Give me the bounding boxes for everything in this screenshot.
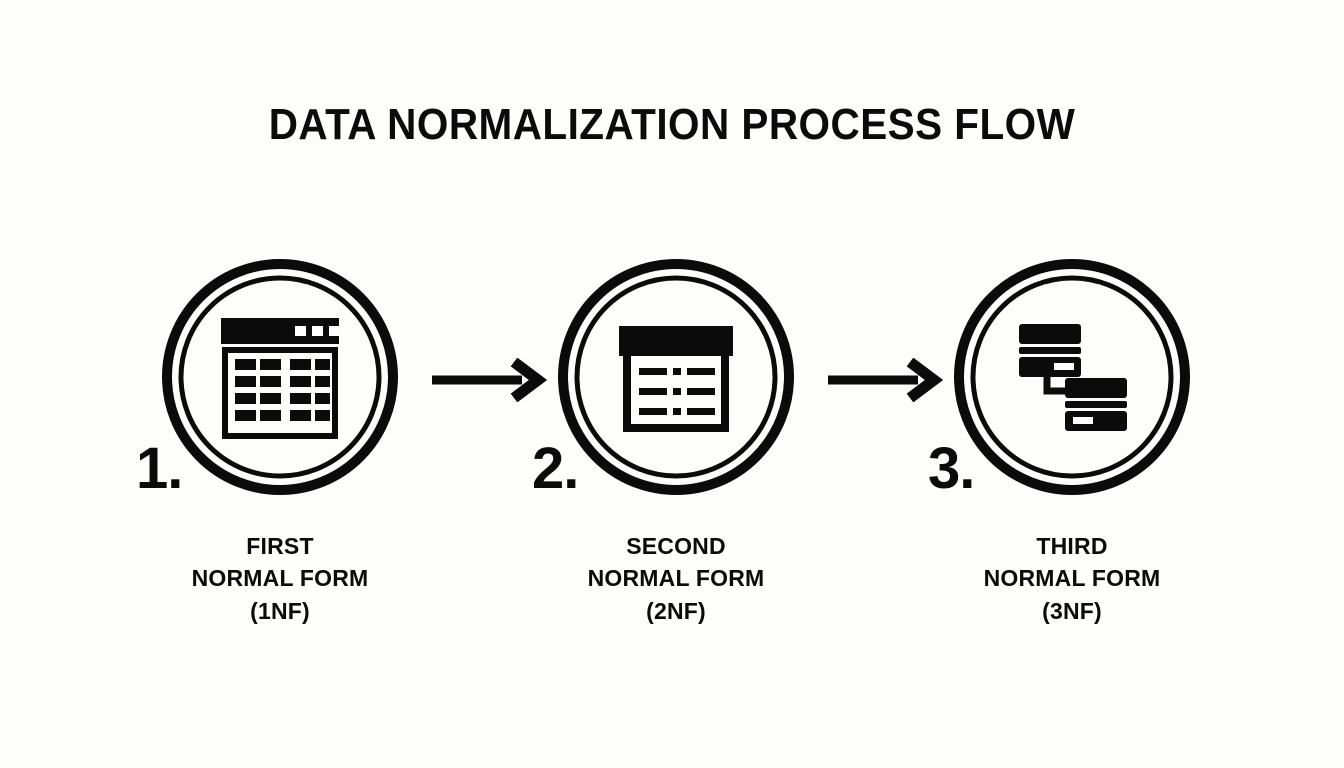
process-step-1: 1. FIRST NORMAL FORM (1NF)	[136, 257, 400, 624]
step-1-circle-ring	[160, 257, 400, 497]
process-step-2: 2. SECOND NORMAL FORM (2NF)	[532, 257, 796, 624]
step-1-label-line-3: (1NF)	[250, 597, 310, 624]
table-rows-icon	[611, 312, 741, 442]
step-3-label-line-1: THIRD	[1036, 533, 1108, 559]
step-3-label-line-2: NORMAL FORM	[983, 565, 1161, 592]
table-grid-icon	[215, 312, 345, 442]
step-2-label: SECOND NORMAL FORM (2NF)	[496, 530, 856, 627]
step-2-circle-ring	[556, 257, 796, 497]
step-1-label-line-1: FIRST	[246, 533, 314, 559]
step-3-label: THIRD NORMAL FORM (3NF)	[892, 530, 1252, 627]
step-2-number: 2.	[532, 436, 579, 501]
step-1-label-line-2: NORMAL FORM	[191, 565, 369, 592]
step-1-number: 1.	[136, 436, 183, 501]
step-2-label-line-1: SECOND	[626, 533, 726, 559]
process-step-3: 3. THIRD NORMAL FORM (3NF)	[928, 257, 1192, 624]
step-1-label: FIRST NORMAL FORM (1NF)	[100, 530, 460, 627]
step-3-number: 3.	[928, 436, 975, 501]
step-2-label-line-3: (2NF)	[646, 597, 706, 624]
arrow-right-icon	[428, 358, 548, 402]
step-3-label-line-3: (3NF)	[1042, 597, 1102, 624]
step-3-circle-ring	[952, 257, 1192, 497]
step-2-label-line-2: NORMAL FORM	[587, 565, 765, 592]
arrow-right-icon	[824, 358, 944, 402]
linked-tables-icon	[1007, 312, 1137, 442]
page-title: DATA NORMALIZATION PROCESS FLOW	[268, 100, 1076, 149]
